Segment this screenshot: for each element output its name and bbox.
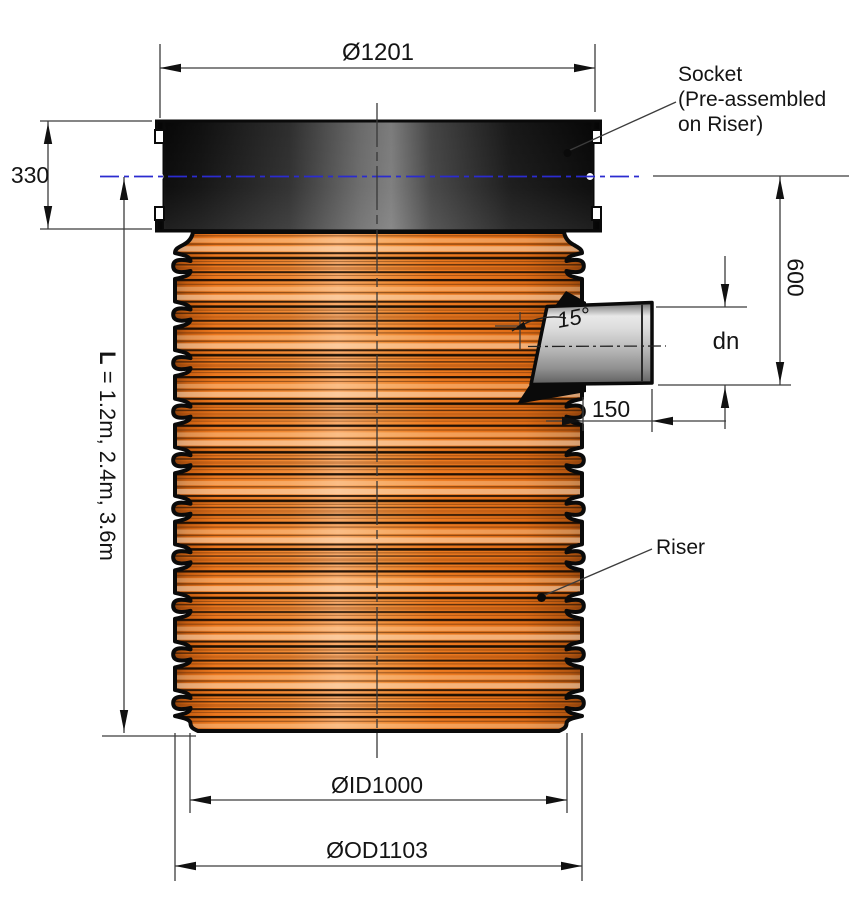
outlet-diameter-dimension-label: dn bbox=[712, 328, 740, 355]
outlet-projection-dimension-label: 150 bbox=[591, 396, 631, 422]
outer-diameter-dimension-label: ØOD1103 bbox=[326, 837, 428, 863]
inner-diameter-dimension-label: ØID1000 bbox=[330, 772, 424, 798]
riser-leader-dot bbox=[537, 593, 546, 602]
riser-length-dimension-label: L = 1.2m, 2.4m, 3.6m bbox=[93, 331, 120, 581]
outlet-depth-dimension-label: 600 bbox=[782, 258, 809, 297]
riser-body bbox=[171, 230, 586, 733]
outlet-axis-centerline bbox=[527, 345, 667, 348]
socket-callout-label: Socket (Pre-assembled on Riser) bbox=[678, 62, 826, 137]
outlet-pipe bbox=[529, 300, 654, 387]
dimension-lines bbox=[40, 44, 849, 881]
socket-edge-notches bbox=[154, 129, 602, 221]
socket-callout-line1: Socket bbox=[678, 63, 743, 86]
socket-callout-line3: on Riser) bbox=[678, 113, 764, 136]
socket-height-dimension-label: 330 bbox=[10, 162, 50, 188]
socket-callout-line2: (Pre-assembled bbox=[678, 88, 827, 111]
riser-length-symbol: L bbox=[95, 351, 120, 365]
riser-callout-label: Riser bbox=[656, 536, 706, 559]
top-diameter-dimension-label: Ø1201 bbox=[341, 39, 415, 66]
socket-leader-dot bbox=[563, 149, 572, 157]
dimension-arrows bbox=[43, 63, 785, 871]
socket-body bbox=[154, 119, 602, 233]
riser-length-values: = 1.2m, 2.4m, 3.6m bbox=[95, 364, 120, 561]
